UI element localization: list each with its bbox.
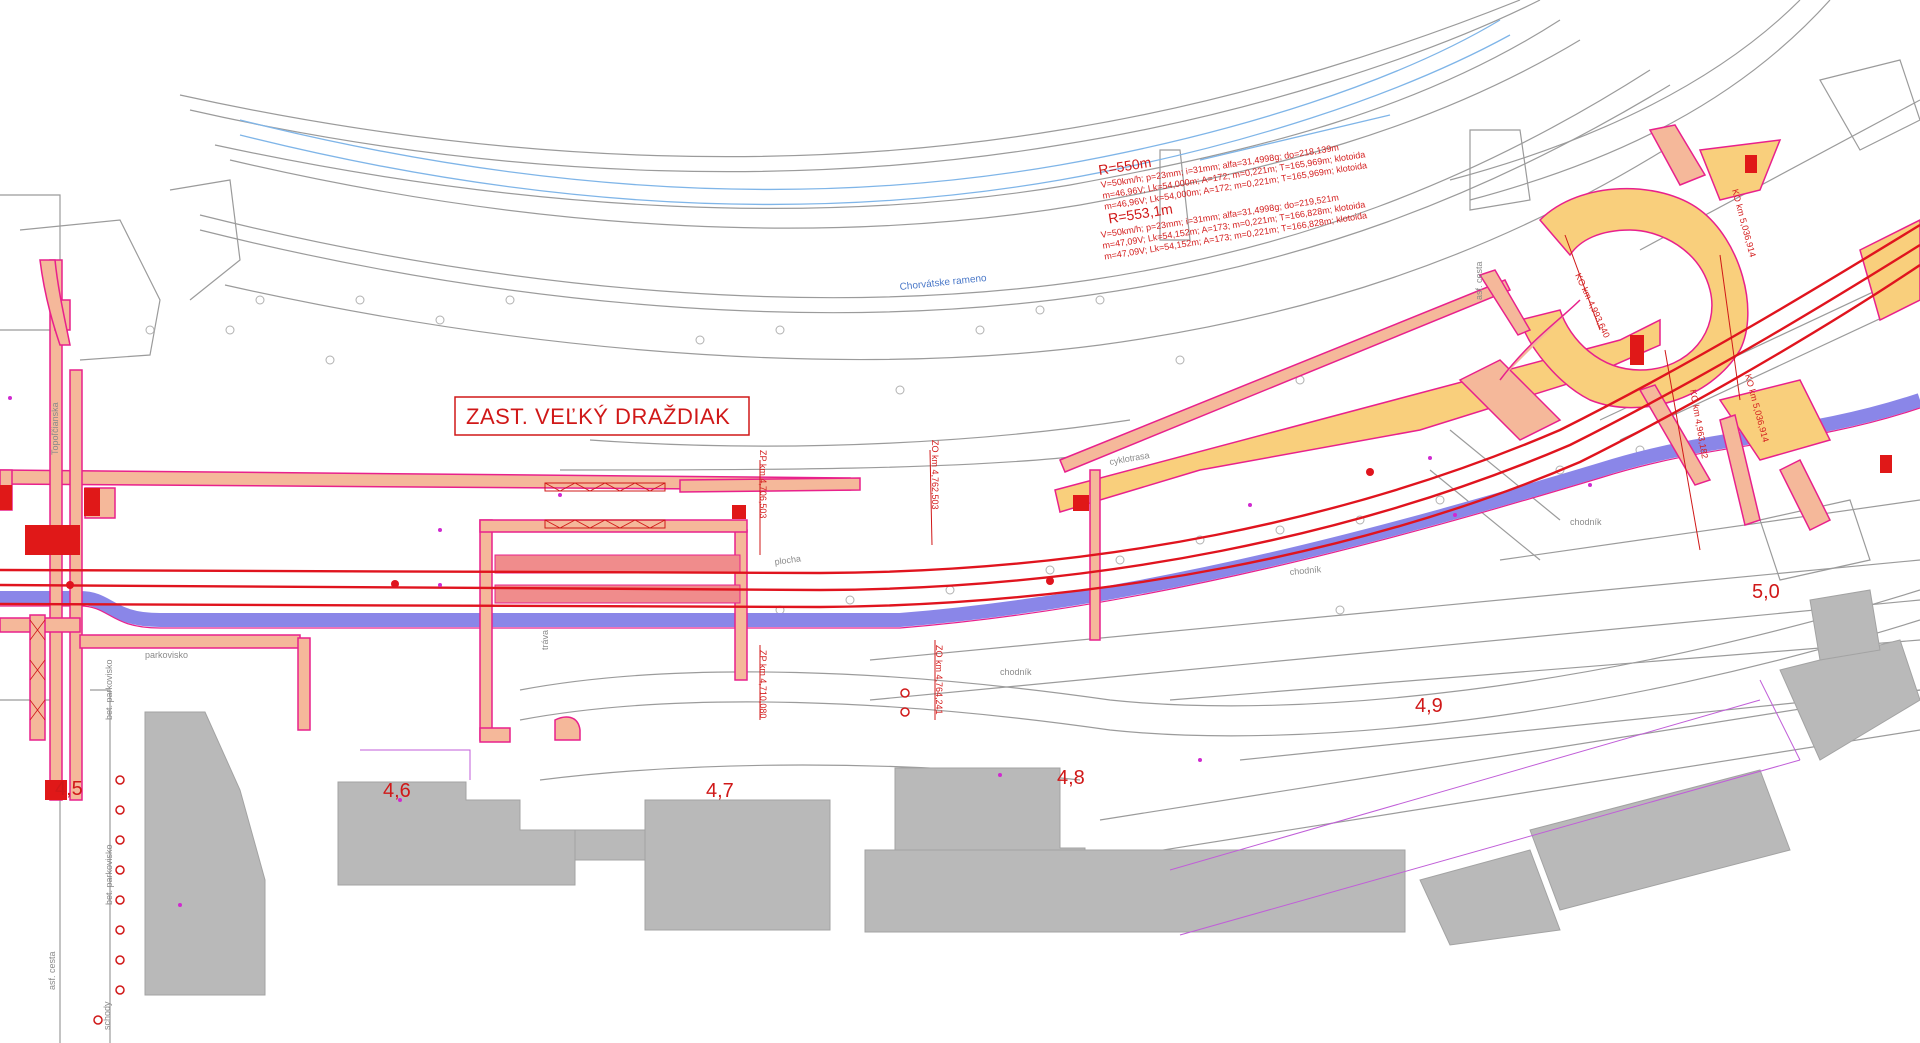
- survey-points: [8, 396, 1592, 907]
- track-nodes: [66, 468, 1374, 589]
- tram-platforms: [29, 482, 741, 721]
- buildings: [144, 589, 1920, 996]
- street-label-cyklotrasa: cyklotrasa: [1109, 450, 1151, 467]
- station-mark-3: ZO km 4,762,503: [930, 440, 940, 510]
- traffic-signs: [93, 688, 910, 1025]
- stop-name: ZAST. VEĽKÝ DRAŽDIAK: [466, 404, 730, 429]
- vegetation-marks: [145, 295, 1645, 615]
- chainage-5-0: 5,0: [1752, 581, 1780, 603]
- street-label-asf-cesta-2: asf. cesta: [1474, 261, 1484, 300]
- station-mark-7: KO km 4,993,640: [1573, 272, 1612, 340]
- station-mark-4: ZO km 4,764,241: [934, 645, 944, 715]
- street-label-bet-parkovisko-1: bet. parkovisko: [104, 659, 114, 720]
- chainage-4-5: 4,5: [55, 778, 83, 800]
- street-label-parkovisko: parkovisko: [145, 650, 188, 660]
- chainage-4-9: 4,9: [1415, 695, 1443, 717]
- street-label-chodnik-2: chodník: [1570, 517, 1602, 527]
- street-label-topolcianska: Topoľčianska: [50, 402, 60, 455]
- station-ticks: [759, 234, 1741, 720]
- chainage-4-6: 4,6: [383, 780, 411, 802]
- station-mark-6: KO km 5,036,914: [1730, 188, 1758, 258]
- chainage-4-7: 4,7: [706, 780, 734, 802]
- chainage-4-8: 4,8: [1057, 767, 1085, 789]
- street-label-trava: tráva: [540, 630, 550, 650]
- street-label-asf-cesta-1: asf. cesta: [47, 951, 57, 990]
- sidewalks: [0, 124, 1832, 801]
- street-label-plocha: plocha: [774, 553, 802, 567]
- pedestrian-crossings: [0, 155, 1892, 800]
- street-label-schody: schody: [102, 1001, 112, 1030]
- parcel-outlines: [360, 679, 1801, 936]
- chainage-numbers: 4,5 4,6 4,7 4,8 4,9 5,0: [55, 581, 1780, 802]
- stop-name-box: ZAST. VEĽKÝ DRAŽDIAK: [454, 396, 750, 436]
- street-label-chodnik-1: chodník: [1000, 667, 1032, 677]
- tram-tracks: [0, 223, 1920, 609]
- street-label-bet-parkovisko-2: bet. parkovisko: [104, 844, 114, 905]
- street-labels: Topoľčianska parkovisko bet. parkovisko …: [47, 261, 1602, 1030]
- water-label: Chorvátske rameno: [899, 273, 987, 293]
- street-label-chodnik-3: chodník: [1289, 564, 1322, 577]
- station-mark-2: ZP km 4,710,080: [758, 650, 768, 718]
- water-lines: [239, 19, 1511, 206]
- bike-lane-edge: [0, 407, 1920, 629]
- station-mark-1: ZP km 4,706,503: [758, 450, 768, 518]
